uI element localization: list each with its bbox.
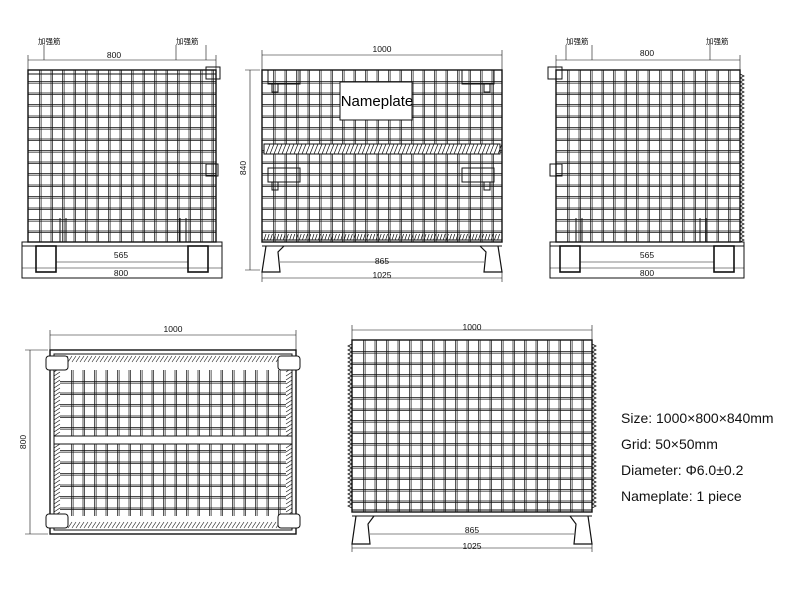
- side-right-width-top: 800: [640, 48, 654, 58]
- side-left-inner-base: 565: [114, 250, 128, 260]
- spec-diameter: Diameter: Φ6.0±0.2: [621, 462, 744, 478]
- side-left-mesh: [28, 70, 216, 242]
- spec-grid: Grid: 50×50mm: [621, 436, 718, 452]
- top-view: [25, 330, 301, 535]
- side-right-mesh: [556, 70, 740, 242]
- side-view-left: [21, 45, 223, 279]
- spec-list: Size: 1000×800×840mm Grid: 50×50mm Diame…: [621, 408, 774, 512]
- side-right-reinforcement-label-2: 加强筋: [706, 36, 729, 46]
- front-overall-base: 1025: [373, 270, 392, 280]
- side-left-reinforcement-label-1: 加强筋: [38, 36, 61, 46]
- spec-size: Size: 1000×800×840mm: [621, 410, 774, 426]
- front-inner-base: 865: [375, 256, 389, 266]
- side-left-reinforcement-label-2: 加强筋: [176, 36, 199, 46]
- bottom-overall-base: 1025: [463, 541, 482, 551]
- bottom-width: 1000: [463, 322, 482, 332]
- top-depth: 800: [18, 435, 28, 449]
- side-right-reinforcement-label-1: 加强筋: [566, 36, 589, 46]
- side-right-inner-base: 565: [640, 250, 654, 260]
- bottom-inner-base: 865: [465, 525, 479, 535]
- front-view: [245, 50, 503, 282]
- top-width: 1000: [164, 324, 183, 334]
- side-left-width-top: 800: [107, 50, 121, 60]
- bottom-mesh: [352, 340, 592, 512]
- front-width-top: 1000: [373, 44, 392, 54]
- bottom-view: [347, 325, 597, 552]
- side-view-right: [547, 45, 745, 279]
- nameplate-label: Nameplate: [341, 93, 414, 110]
- side-left-width-bottom: 800: [114, 268, 128, 278]
- side-right-width-bottom: 800: [640, 268, 654, 278]
- front-height: 840: [238, 161, 248, 175]
- spec-nameplate: Nameplate: 1 piece: [621, 488, 742, 504]
